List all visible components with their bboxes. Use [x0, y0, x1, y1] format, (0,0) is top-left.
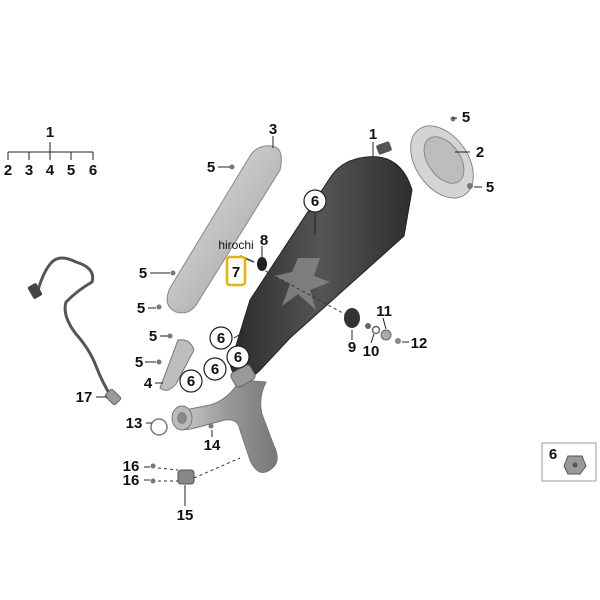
sensor-probe-icon — [104, 388, 122, 406]
header-pipe — [150, 379, 278, 485]
fasteners — [156, 164, 235, 365]
callout-label: 6 — [311, 193, 319, 210]
callout-label: 17 — [76, 389, 93, 406]
callout-label: 6 — [217, 330, 225, 347]
callout-label: 6 — [234, 349, 242, 366]
callout-label: 5 — [135, 354, 143, 371]
part-6-legend-box: 6 — [541, 442, 597, 482]
clamp-part-4 — [159, 339, 195, 391]
legend-parent-label: 1 — [46, 124, 54, 141]
callout-label: 8 — [260, 232, 268, 249]
callout-label: 5 — [137, 300, 145, 317]
callout-label: 6 — [211, 361, 219, 378]
callout-label: 5 — [462, 109, 470, 126]
bolt-icon — [467, 183, 473, 189]
callout-label: 13 — [126, 415, 143, 432]
callout-label: 6 — [187, 373, 195, 390]
lambda-sensor — [27, 256, 122, 406]
legend-child-label: 5 — [67, 162, 75, 179]
callout-label: 4 — [144, 375, 153, 392]
callout-label: 10 — [363, 343, 380, 360]
callout-label: 5 — [149, 328, 157, 345]
callout-label: 1 — [369, 126, 377, 143]
legend-child-label: 6 — [89, 162, 97, 179]
highlight-box — [225, 255, 247, 287]
callout-label: 5 — [486, 179, 494, 196]
sensor-connector-icon — [27, 283, 43, 299]
muffler-emblem-icon — [274, 258, 330, 310]
group-legend: 1 2 3 4 5 6 — [4, 124, 97, 179]
end-cap — [410, 116, 474, 199]
callout-label: 11 — [376, 303, 392, 320]
bolt-icon — [450, 116, 456, 122]
gasket-ring-icon — [150, 418, 168, 436]
callout-label: 3 — [269, 121, 277, 138]
callout-label: 7 — [232, 264, 240, 281]
legend-child-label: 2 — [4, 162, 12, 179]
callout-label: 16 — [123, 472, 140, 489]
watermark-text: hirochi — [218, 238, 253, 252]
callout-circles — [179, 189, 327, 393]
clamp-icon — [177, 469, 195, 485]
callout-label: 14 — [204, 437, 221, 454]
callout-label: 12 — [411, 335, 428, 352]
callout-labels: 1 2 3 4 5 5 5 5 5 5 5 6 6 6 6 6 7 8 9 10… — [76, 109, 495, 524]
callout-label: 5 — [139, 265, 147, 282]
callout-label: 15 — [177, 507, 194, 524]
callout-label: 5 — [207, 159, 215, 176]
callout-label: 16 — [123, 458, 140, 475]
rubber-grommet-icon — [257, 257, 267, 271]
leader-lines — [96, 117, 482, 506]
muffler — [230, 141, 413, 388]
legend-child-label: 3 — [25, 162, 33, 179]
heat-shield — [166, 145, 282, 314]
callout-label: 6 — [549, 446, 557, 463]
callout-label: 9 — [348, 339, 356, 356]
mount-hardware — [259, 267, 401, 344]
legend-child-label: 4 — [46, 162, 55, 179]
callout-label: 2 — [476, 144, 484, 161]
